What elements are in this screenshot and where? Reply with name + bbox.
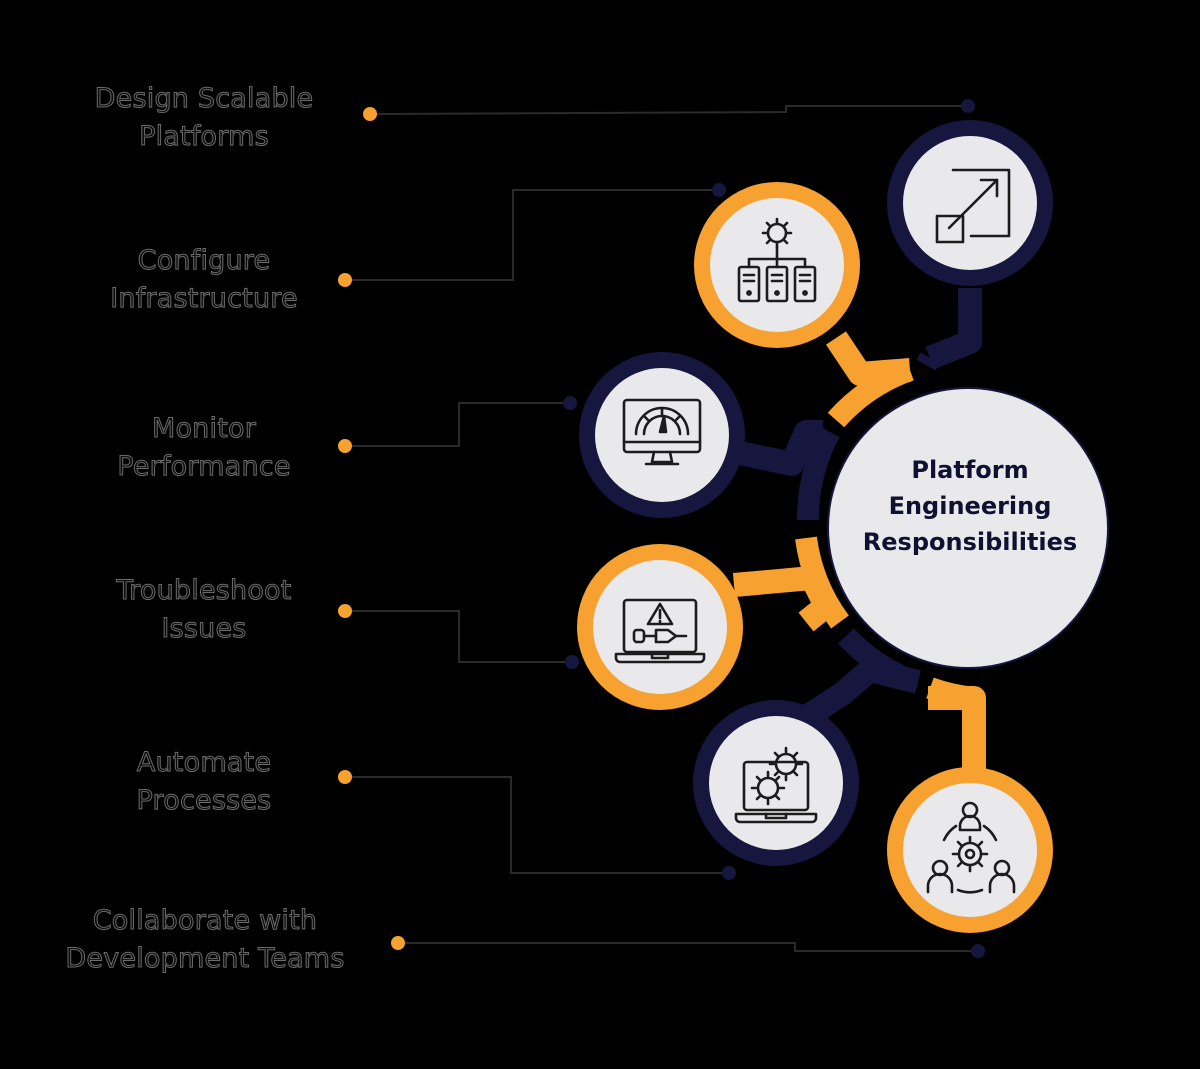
- label-dot-3: [338, 439, 352, 453]
- hub-segment-orange-mid: [795, 536, 849, 629]
- node-circle-1: [887, 120, 1053, 286]
- stem-6: [928, 686, 986, 770]
- label-line: Infrastructure: [110, 283, 298, 315]
- center-title-line-2: Engineering: [888, 492, 1052, 520]
- node-dot-3: [563, 396, 577, 410]
- label-dot-1: [363, 107, 377, 121]
- hub-segment-navy-low: [837, 628, 920, 693]
- label-line: Processes: [136, 785, 272, 817]
- label-design-scalable-platforms: Design Scalable Platforms: [62, 80, 346, 156]
- node-circle-3: [579, 352, 745, 518]
- stem-1: [925, 288, 982, 370]
- label-line: Design Scalable: [94, 83, 314, 115]
- server-gear-icon: [737, 217, 817, 303]
- label-dot-4: [338, 604, 352, 618]
- connector-line-4: [345, 610, 572, 663]
- hub-segment-navy-top: [916, 352, 940, 371]
- label-line: Issues: [161, 613, 247, 645]
- node-dot-4: [565, 655, 579, 669]
- hub-segment-orange-low: [926, 677, 977, 709]
- scale-arrow-icon: [935, 168, 1011, 244]
- label-dot-6: [391, 936, 405, 950]
- label-dot-2: [338, 273, 352, 287]
- connector-line-1: [371, 105, 968, 115]
- label-dots: [338, 107, 405, 950]
- laptop-gears-icon: [734, 746, 818, 824]
- node-circle-4: [577, 544, 743, 710]
- node-dot-2: [712, 183, 726, 197]
- label-troubleshoot-issues: Troubleshoot Issues: [62, 572, 346, 648]
- node-dot-1: [961, 99, 975, 113]
- label-monitor-performance: Monitor Performance: [62, 410, 346, 486]
- laptop-warning-icon: [614, 598, 706, 664]
- label-line: Collaborate with: [92, 905, 318, 937]
- monitor-gauge-icon: [622, 398, 702, 466]
- center-title: Platform Engineering Responsibilities: [830, 452, 1110, 560]
- label-configure-infrastructure: Configure Infrastructure: [62, 242, 346, 318]
- node-dot-5: [722, 866, 736, 880]
- center-hub: [827, 387, 1109, 669]
- label-collaborate-development-teams: Collaborate with Development Teams: [40, 902, 370, 978]
- connector-line-5: [345, 776, 729, 874]
- center-title-line-3: Responsibilities: [862, 528, 1078, 556]
- stem-3: [732, 420, 823, 476]
- connector-line-2: [345, 189, 719, 281]
- label-line: Monitor: [151, 413, 257, 445]
- center-title-line-1: Platform: [911, 456, 1029, 484]
- connector-lines: [345, 105, 978, 952]
- label-line: Troubleshoot: [116, 575, 292, 607]
- node-dot-6: [971, 944, 985, 958]
- label-line: Configure: [137, 245, 271, 277]
- hub-ring-segments: [795, 352, 977, 709]
- label-line: Platforms: [139, 121, 270, 153]
- label-automate-processes: Automate Processes: [62, 744, 346, 820]
- hub-segment-navy-mid: [796, 426, 840, 521]
- node-dots: [563, 99, 985, 958]
- team-gear-icon: [926, 801, 1016, 894]
- label-dot-5: [338, 770, 352, 784]
- connector-line-6: [398, 942, 978, 952]
- label-line: Automate: [136, 747, 272, 779]
- connector-line-3: [345, 402, 570, 447]
- hub-segment-orange-top: [827, 359, 914, 428]
- label-line: Performance: [117, 451, 291, 483]
- label-line: Development Teams: [65, 943, 345, 975]
